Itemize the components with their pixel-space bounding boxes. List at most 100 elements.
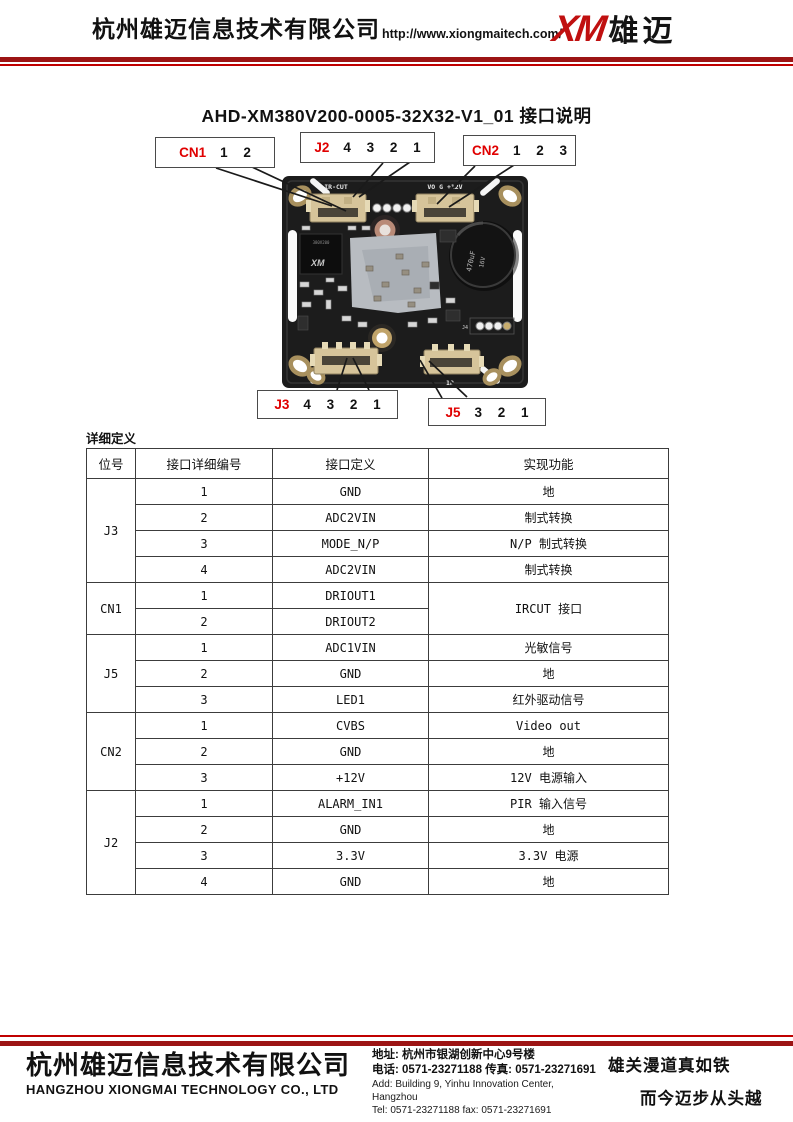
function-cell: 地 (428, 478, 669, 505)
pin-number-cell: 3 (135, 842, 273, 869)
pcb-slot-left (288, 230, 297, 322)
ref-designator-cell: CN1 (86, 582, 136, 635)
signal-name-cell: 3.3V (272, 842, 429, 869)
pin-number-cell: 1 (135, 790, 273, 817)
ref-designator-cell: J2 (86, 790, 136, 895)
callout-j5-pins: 3 2 1 (474, 404, 529, 420)
silkscreen-j4-label: J4 (462, 325, 468, 331)
ref-designator-cell: J5 (86, 634, 136, 713)
silkscreen-power-label: VO G +12V (427, 183, 462, 191)
col-header-pin: 接口详细编号 (135, 448, 273, 479)
function-cell: 12V 电源输入 (428, 764, 669, 791)
callout-cn2-label: CN2 (471, 143, 499, 158)
pin-number-cell: 3 (135, 686, 273, 713)
function-cell: 制式转换 (428, 556, 669, 583)
callout-j2-pins: 4 3 2 1 (343, 140, 421, 155)
pin-number-cell: 4 (135, 868, 273, 895)
xm-logo-text: 雄迈 (608, 15, 677, 48)
pin-number-cell: 1 (135, 582, 273, 609)
col-header-signal: 接口定义 (272, 448, 429, 479)
function-cell: PIR 输入信号 (428, 790, 669, 817)
callout-j5: J5 3 2 1 (428, 398, 546, 426)
pcb-photo: IR-CUT VO G +12V (282, 176, 528, 388)
function-cell: 地 (428, 816, 669, 843)
footer-rule-thick (0, 1041, 793, 1046)
col-header-function: 实现功能 (428, 448, 669, 479)
connector-j5 (420, 344, 484, 375)
signal-name-cell: ADC2VIN (272, 556, 429, 583)
chip-marking: 380V200 (313, 240, 330, 245)
signal-name-cell: GND (272, 478, 429, 505)
j4-solder-pads: J4 (462, 317, 515, 335)
function-cell: 地 (428, 660, 669, 687)
callout-j2-label: J2 (314, 140, 330, 155)
function-cell: Video out (428, 712, 669, 739)
callout-j2: J2 4 3 2 1 (300, 132, 435, 163)
callout-j3: J3 4 3 2 1 (257, 390, 398, 419)
j2-solder-pads (372, 203, 412, 213)
callout-cn1-label: CN1 (179, 145, 207, 160)
function-cell: 制式转换 (428, 504, 669, 531)
signal-name-cell: GND (272, 660, 429, 687)
signal-name-cell: +12V (272, 764, 429, 791)
header-rule-thick (0, 57, 793, 62)
header-rule-thin (0, 64, 793, 66)
function-cell: N/P 制式转换 (428, 530, 669, 557)
footer-rule-thin (0, 1035, 793, 1037)
silkscreen-ircut-label: IR-CUT (324, 183, 348, 191)
signal-name-cell: ALARM_IN1 (272, 790, 429, 817)
pin-number-cell: 3 (135, 764, 273, 791)
table-header-row: 位号 接口详细编号 接口定义 实现功能 (86, 448, 669, 479)
main-chip: 380V200 XM (299, 233, 343, 275)
signal-name-cell: ADC2VIN (272, 504, 429, 531)
header-website-url: http://www.xiongmaitech.com/ (382, 26, 563, 41)
footer-address-en: Add: Building 9, Yinhu Innovation Center… (372, 1079, 554, 1103)
signal-name-cell: GND (272, 738, 429, 765)
xm-logo-mark: XM (550, 8, 608, 49)
footer-address-cn: 地址: 杭州市银湖创新中心9号楼 (372, 1049, 535, 1061)
callout-j5-label: J5 (445, 404, 461, 420)
chip-logo: XM (310, 258, 325, 268)
signal-name-cell: LED1 (272, 686, 429, 713)
col-header-ref: 位号 (86, 448, 136, 479)
smd-components (297, 225, 461, 331)
pin-number-cell: 1 (135, 478, 273, 505)
callout-cn2: CN2 1 2 3 (463, 135, 576, 166)
section-label: 详细定义 (86, 432, 137, 446)
pin-number-cell: 2 (135, 660, 273, 687)
document-title: AHD-XM380V200-0005-32X32-V1_01 接口说明 (201, 106, 592, 126)
ref-designator-cell: CN2 (86, 712, 136, 791)
signal-name-cell: GND (272, 868, 429, 895)
signal-name-cell: DRIOUT2 (272, 608, 429, 635)
function-cell: 光敏信号 (428, 634, 669, 661)
pin-number-cell: 3 (135, 530, 273, 557)
pcb-figure: IR-CUT VO G +12V (0, 130, 793, 430)
footer-company-cn: 杭州雄迈信息技术有限公司 (26, 1050, 351, 1080)
function-cell: 地 (428, 868, 669, 895)
callout-cn2-pins: 1 2 3 (512, 143, 568, 158)
signal-name-cell: MODE_N/P (272, 530, 429, 557)
silkscreen-ir-label: IR (446, 379, 454, 387)
footer-phone-en: Tel: 0571-23271188 fax: 0571-23271691 (372, 1105, 552, 1116)
signal-name-cell: CVBS (272, 712, 429, 739)
footer-slogan-line1: 雄关漫道真如铁 (608, 1057, 731, 1075)
pin-number-cell: 2 (135, 504, 273, 531)
pin-number-cell: 2 (135, 608, 273, 635)
callout-j3-pins: 4 3 2 1 (303, 397, 381, 412)
lens-hole-bottom (368, 324, 396, 352)
xm-logo: XM 雄迈 (550, 8, 677, 49)
function-cell: 红外驱动信号 (428, 686, 669, 713)
